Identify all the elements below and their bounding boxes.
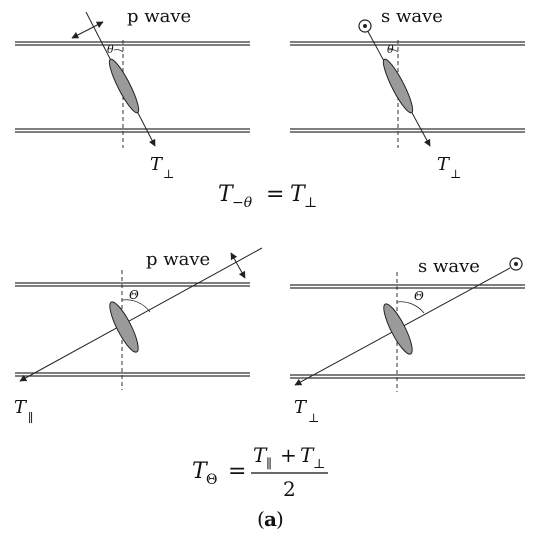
polarization-arrow: [230, 252, 246, 279]
glass-plate-top: [290, 284, 525, 289]
glass-plate-bottom: [290, 374, 525, 379]
eq2-numerator-b-subscript: ⊥: [313, 457, 325, 472]
eq1-rhs: T: [290, 182, 307, 207]
figure-caption: ( a ): [257, 507, 284, 531]
glass-plate-bottom: [15, 372, 250, 377]
glass-plate-top: [15, 41, 250, 46]
wave-label: p wave: [127, 6, 191, 27]
sample-ellipse: [382, 58, 414, 114]
polarization-arrow: [71, 21, 104, 39]
eq2-lhs: T: [192, 459, 209, 484]
sample-ellipse: [109, 301, 139, 353]
panel-bottom-right: Θ s wave T ⊥: [290, 256, 525, 425]
equation-normal-incidence: T −θ = T ⊥: [218, 182, 317, 211]
eq1-lhs: T: [218, 182, 235, 207]
eq2-equals: =: [228, 459, 246, 484]
angle-label: θ: [387, 43, 394, 56]
wave-label: s wave: [381, 6, 443, 27]
caption-close-paren: ): [276, 507, 284, 531]
eq1-rhs-subscript: ⊥: [304, 195, 317, 211]
transmission-subscript: ⊥: [163, 167, 174, 181]
angle-arc: [121, 299, 151, 313]
sample-ellipse: [108, 58, 140, 114]
transmission-subscript: ∥: [28, 411, 34, 425]
eq2-denominator: 2: [283, 477, 296, 501]
polarization-out-of-plane-icon: [509, 257, 523, 271]
angle-arc: [113, 49, 124, 53]
transmission-label: T: [150, 154, 164, 175]
eq1-equals: =: [266, 182, 284, 207]
eq1-lhs-subscript: −θ: [232, 195, 253, 211]
transmission-subscript: ⊥: [308, 411, 319, 425]
panel-top-right: θ s wave T ⊥: [290, 6, 525, 181]
panel-bottom-left: Θ p wave T ∥: [14, 247, 263, 425]
angle-arc: [396, 301, 425, 314]
angle-label: Θ: [414, 289, 424, 303]
glass-plate-top: [290, 41, 525, 46]
eq2-numerator-b: T: [300, 443, 315, 467]
wave-label: p wave: [146, 249, 210, 270]
eq2-plus: +: [280, 443, 297, 467]
transmission-label: T: [294, 397, 308, 418]
caption-open-paren: (: [257, 507, 265, 531]
caption-letter: a: [264, 507, 277, 531]
eq2-numerator-a-subscript: ∥: [266, 457, 272, 472]
angle-label: θ: [107, 43, 114, 56]
glass-plate-bottom: [290, 128, 525, 133]
transmission-label: T: [437, 154, 451, 175]
beam-ray: [19, 247, 263, 382]
sample-ellipse: [383, 303, 413, 355]
transmission-subscript: ⊥: [450, 167, 461, 181]
wave-label: s wave: [418, 256, 480, 277]
angle-arc: [388, 49, 399, 53]
polarization-out-of-plane-icon: [358, 19, 372, 33]
eq2-numerator-a: T: [253, 443, 268, 467]
glass-plate-bottom: [15, 128, 250, 133]
panel-top-left: θ p wave T ⊥: [15, 6, 250, 181]
eq2-lhs-subscript: Θ: [206, 472, 217, 488]
equation-oblique-incidence: T Θ = T ∥ + T ⊥ 2: [192, 443, 328, 501]
angle-label: Θ: [129, 288, 139, 302]
glass-plate-top: [15, 282, 250, 287]
transmission-label: T: [14, 397, 28, 418]
